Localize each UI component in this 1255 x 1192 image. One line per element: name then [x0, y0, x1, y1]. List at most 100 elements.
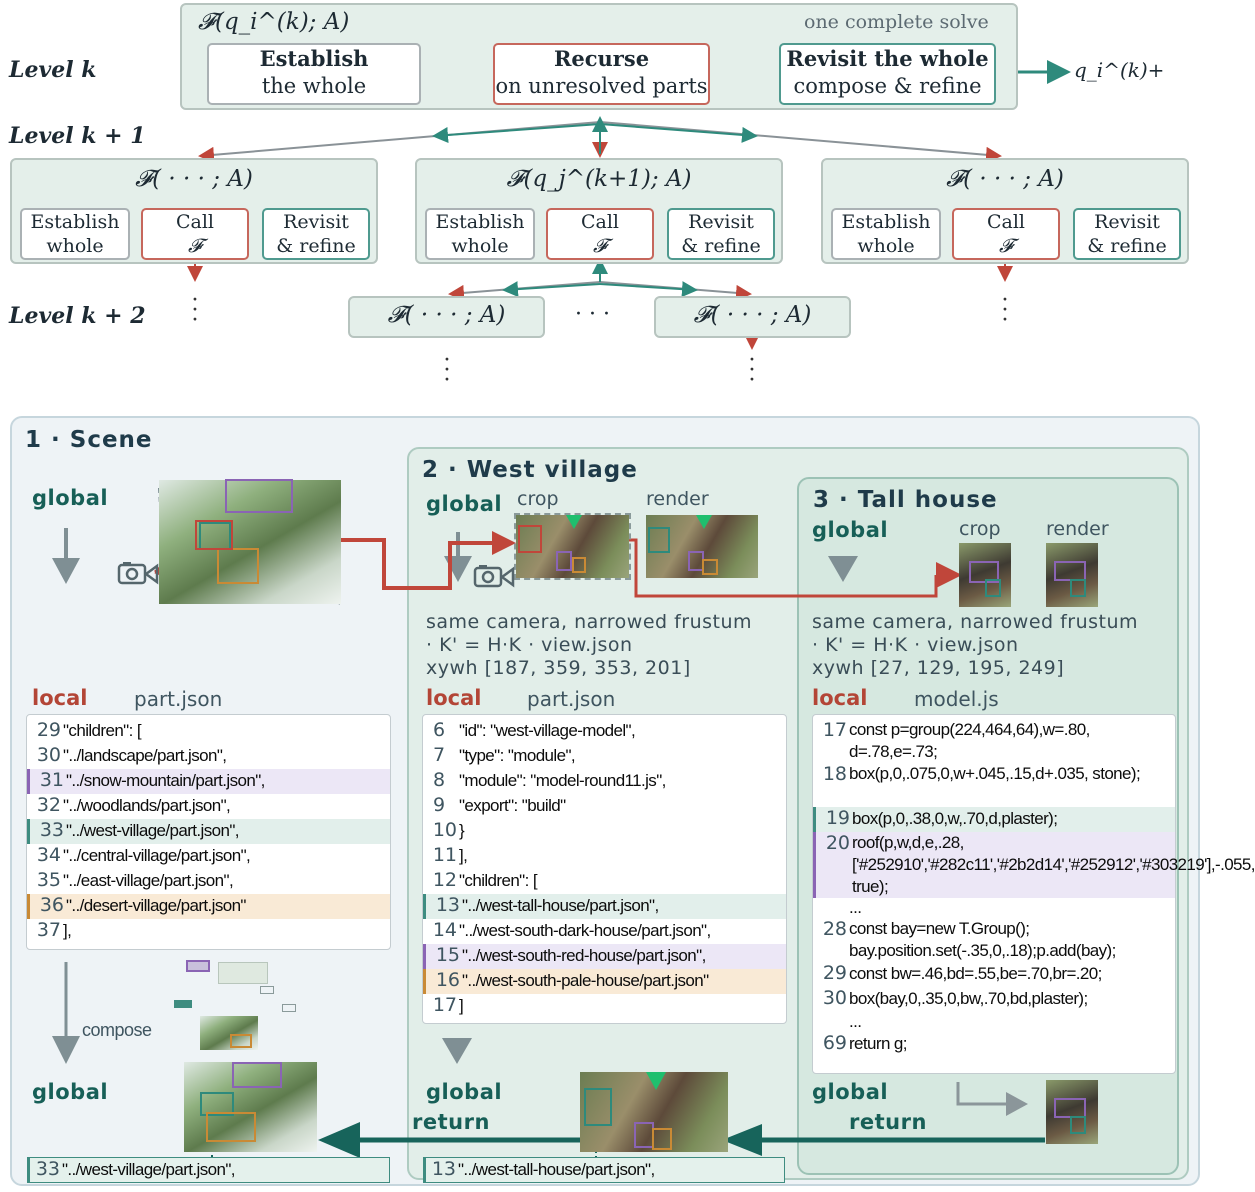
code-line-highlighted: 31"../snow-mountain/part.json", — [27, 769, 390, 794]
tall-note-line-1: same camera, narrowed frustum — [812, 611, 1139, 633]
line-text: "../woodlands/part.json", — [63, 796, 231, 815]
mini-establish-text-2: whole — [451, 235, 509, 257]
code-line: 7 "type": "module", — [423, 744, 786, 769]
bbox-desert-village — [217, 548, 259, 584]
code-line: 8"module": "model-round11.js", — [423, 769, 786, 794]
tall-composed-image — [1046, 1080, 1098, 1144]
tall-crop-image — [959, 543, 1011, 607]
scene-local-label: local — [32, 686, 88, 710]
solve-panel-level-k: 𝓕(q_i^(k); A) one complete solve Establi… — [180, 3, 1018, 110]
code-line: 11], — [423, 844, 786, 869]
bbox-bay — [1070, 1116, 1086, 1134]
mini-revisit-middle: Revisit& refine — [667, 208, 775, 260]
mini-establish-text-1: Establish — [30, 211, 120, 233]
line-number: 12 — [432, 869, 457, 891]
mini-revisit-text-2: & refine — [1087, 235, 1167, 257]
mini-establish-text-2: whole — [46, 235, 104, 257]
line-text: "../west-south-dark-house/part.json", — [459, 921, 711, 940]
line-text: "../landscape/part.json", — [63, 746, 227, 765]
west-file-name: part.json — [527, 687, 616, 711]
bbox-red-house — [556, 551, 572, 571]
code-line-highlighted: 33"../west-village/part.json", — [27, 819, 390, 844]
mini-establish-text-1: Establish — [435, 211, 525, 233]
tall-global-label: global — [812, 518, 889, 542]
mini-call-text-2: 𝓕 — [592, 235, 608, 257]
line-number: 32 — [36, 794, 61, 816]
line-number: 28 — [822, 918, 847, 940]
west-note-line-1: same camera, narrowed frustum — [426, 611, 753, 633]
vdots-k2-right: · · · — [748, 348, 756, 393]
bbox-bay — [985, 579, 1001, 597]
line-text: "type": "module", — [459, 746, 576, 765]
fragment — [218, 962, 268, 984]
line-text: return g; — [849, 1034, 908, 1053]
line-text: "../west-village/part.json", — [62, 1160, 236, 1179]
line-number: 35 — [36, 869, 61, 891]
line-text: ] — [459, 996, 464, 1015]
line-text: ... — [849, 898, 862, 917]
line-number: 10 — [432, 819, 457, 841]
code-line: 17] — [423, 994, 786, 1019]
line-number: 30 — [822, 987, 847, 1009]
line-text: ... — [849, 1012, 862, 1031]
line-number: 14 — [432, 919, 457, 941]
code-line: 14"../west-south-dark-house/part.json", — [423, 919, 786, 944]
scene-return-line: 33"../west-village/part.json", — [27, 1157, 390, 1183]
mini-establish-text-2: whole — [857, 235, 915, 257]
tall-return-label: return — [849, 1110, 927, 1134]
mini-call-text-1: Call — [580, 211, 620, 233]
line-number: 6 — [433, 719, 446, 741]
code-line-ellipsis: ... — [813, 1012, 1175, 1032]
line-text: "../west-tall-house/part.json", — [462, 896, 659, 915]
bbox-tall-house — [584, 1088, 612, 1126]
line-number: 7 — [433, 744, 446, 766]
vdots-k2-left: · · · — [443, 348, 451, 393]
code-line: 34"../central-village/part.json", — [27, 844, 390, 869]
bbox-pale-house — [652, 1128, 672, 1150]
code-line: 35"../east-village/part.json", — [27, 869, 390, 894]
west-code-panel: 6 "id": "west-village-model", 7 "type": "m… — [422, 714, 787, 1024]
code-line: 9"export": "build" — [423, 794, 786, 819]
bbox-roof — [969, 561, 999, 583]
revisit-title: Revisit the whole — [786, 46, 989, 71]
code-line-highlighted: 16"../west-south-pale-house/part.json" — [423, 969, 786, 994]
code-line: 30"../landscape/part.json", — [27, 744, 390, 769]
line-number: 29 — [36, 719, 61, 741]
code-line-highlighted: 15"../west-south-red-house/part.json", — [423, 944, 786, 969]
line-text: box(p,0,.075,0,w+.045,.15,d+.035, stone)… — [849, 764, 1141, 783]
level-k-label: Level k — [9, 57, 97, 83]
fragment — [186, 960, 210, 972]
bbox-west-village — [200, 1092, 234, 1116]
tall-note-line-3: xywh [27, 129, 195, 249] — [812, 657, 1065, 679]
camera-icon-west — [473, 564, 515, 588]
fragment — [200, 1016, 258, 1050]
camera-target-marker — [696, 515, 712, 529]
line-text: "id": "west-village-model", — [459, 721, 636, 740]
recursion-diagram: Level k Level k + 1 Level k + 2 𝓕(q_i^(k… — [0, 0, 1210, 400]
line-number: 33 — [35, 1158, 60, 1180]
mini-revisit-text-2: & refine — [681, 235, 761, 257]
line-number: 34 — [36, 844, 61, 866]
line-text: ], — [63, 921, 72, 940]
mini-revisit-text-2: & refine — [276, 235, 356, 257]
line-number: 33 — [39, 819, 64, 841]
mini-establish-text-1: Establish — [841, 211, 931, 233]
tall-note: same camera, narrowed frustum · K' = H·K… — [812, 611, 1138, 680]
line-number: 31 — [39, 769, 64, 791]
solve-function-label: 𝓕(q_i^(k); A) — [198, 9, 350, 35]
code-line: 13"../west-tall-house/part.json", — [426, 1158, 784, 1182]
child-function-label-left: 𝓕( · · · ; A) — [135, 166, 253, 192]
scene-global-label: global — [32, 486, 109, 510]
compose-label: compose — [82, 1020, 152, 1040]
